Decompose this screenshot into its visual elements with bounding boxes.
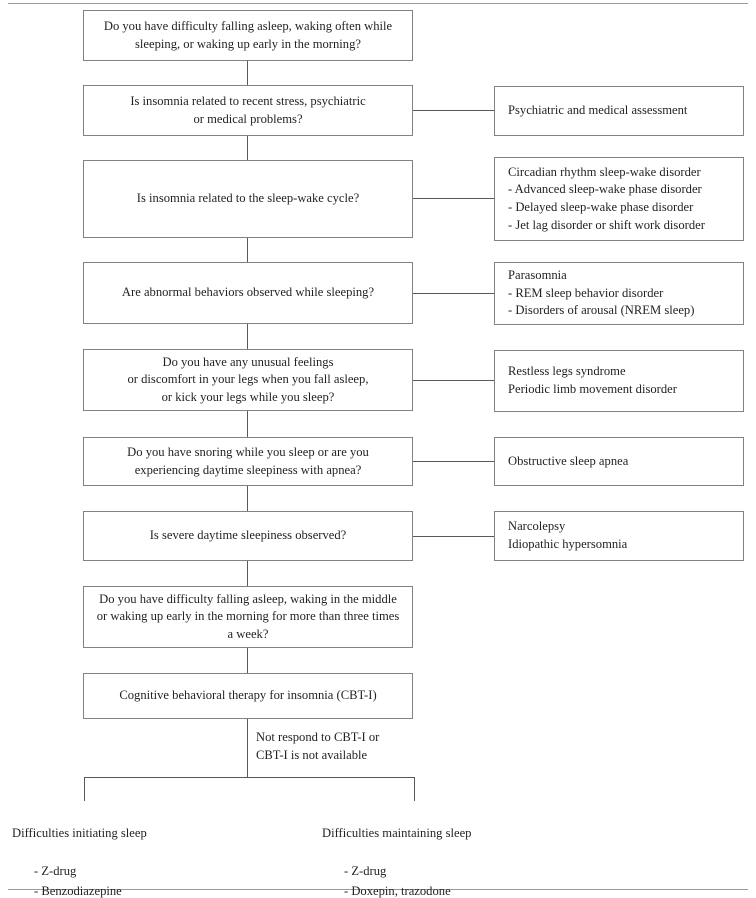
question-snoring-apnea[interactable]: Do you have snoring while you sleep or a…	[83, 437, 413, 486]
question-text: Do you have any unusual feelings or disc…	[127, 354, 369, 404]
question-text: Do you have difficulty falling asleep, w…	[96, 591, 400, 641]
connector-q5-q6	[247, 411, 248, 437]
question-text: Is insomnia related to the sleep-wake cy…	[136, 191, 360, 206]
connector-q7-outcome6	[413, 536, 494, 537]
question-text: Is insomnia related to recent stress, ps…	[130, 94, 366, 126]
question-difficulty-falling-asleep[interactable]: Do you have difficulty falling asleep, w…	[83, 10, 413, 61]
connector-branch-left-drop	[84, 777, 85, 801]
outcome-parasomnia[interactable]: Parasomnia - REM sleep behavior disorder…	[494, 262, 744, 325]
question-text: Do you have difficulty falling asleep, w…	[103, 19, 393, 51]
treatment-cbt-i[interactable]: Cognitive behavioral therapy for insomni…	[83, 673, 413, 719]
question-leg-discomfort[interactable]: Do you have any unusual feelings or disc…	[83, 349, 413, 411]
question-text: Is severe daytime sleepiness observed?	[149, 528, 347, 543]
outcome-text: Obstructive sleep apnea	[508, 453, 629, 468]
outcome-psychiatric-medical-assessment[interactable]: Psychiatric and medical assessment	[494, 86, 744, 136]
connector-q2-outcome1	[413, 110, 494, 111]
treatment-maintaining-sleep: Difficulties maintaining sleep - Z-drug …	[322, 805, 722, 898]
treatment-initiating-items: - Z-drug - Benzodiazepine - Ramelteon	[34, 864, 122, 898]
question-text: Do you have snoring while you sleep or a…	[127, 445, 369, 477]
treatment-maintaining-items: - Z-drug - Doxepin, trazodone - Suvorexa…	[344, 864, 451, 898]
outcome-text: Circadian rhythm sleep-wake disorder - A…	[508, 164, 705, 232]
treatment-maintaining-heading: Difficulties maintaining sleep	[322, 826, 472, 841]
connector-cbti-branch	[247, 719, 248, 777]
outcome-text: Parasomnia - REM sleep behavior disorder…	[508, 268, 695, 318]
connector-q4-q5	[247, 324, 248, 349]
outcome-obstructive-sleep-apnea[interactable]: Obstructive sleep apnea	[494, 437, 744, 486]
connector-branch-right-drop	[414, 777, 415, 801]
outcome-circadian-rhythm-disorder[interactable]: Circadian rhythm sleep-wake disorder - A…	[494, 157, 744, 241]
cbt-i-failure-label: Not respond to CBT-I or CBT-I is not ava…	[256, 730, 380, 762]
connector-q6-outcome5	[413, 461, 494, 462]
connector-q5-outcome4	[413, 380, 494, 381]
outcome-text: Restless legs syndrome Periodic limb mov…	[508, 364, 677, 396]
question-text: Are abnormal behaviors observed while sl…	[121, 285, 375, 300]
connector-q4-outcome3	[413, 293, 494, 294]
question-insomnia-sleep-wake-cycle[interactable]: Is insomnia related to the sleep-wake cy…	[83, 160, 413, 238]
treatment-initiating-sleep: Difficulties initiating sleep - Z-drug -…	[12, 805, 312, 898]
page-rule-top	[8, 3, 748, 4]
connector-q8-cbti	[247, 648, 248, 673]
outcome-narcolepsy[interactable]: Narcolepsy Idiopathic hypersomnia	[494, 511, 744, 561]
outcome-text: Psychiatric and medical assessment	[508, 103, 688, 118]
connector-q3-outcome2	[413, 198, 494, 199]
outcome-restless-legs-syndrome[interactable]: Restless legs syndrome Periodic limb mov…	[494, 350, 744, 412]
outcome-text: Narcolepsy Idiopathic hypersomnia	[508, 519, 628, 551]
treatment-initiating-heading: Difficulties initiating sleep	[12, 826, 147, 841]
connector-q1-q2	[247, 61, 248, 85]
question-abnormal-behaviors[interactable]: Are abnormal behaviors observed while sl…	[83, 262, 413, 324]
connector-q3-q4	[247, 238, 248, 262]
question-three-times-per-week[interactable]: Do you have difficulty falling asleep, w…	[83, 586, 413, 648]
connector-q7-q8	[247, 561, 248, 586]
treatment-text: Cognitive behavioral therapy for insomni…	[119, 688, 377, 703]
question-insomnia-recent-stress[interactable]: Is insomnia related to recent stress, ps…	[83, 85, 413, 136]
connector-q2-q3	[247, 136, 248, 160]
connector-q6-q7	[247, 486, 248, 511]
question-severe-daytime-sleepiness[interactable]: Is severe daytime sleepiness observed?	[83, 511, 413, 561]
connector-branch-bus	[84, 777, 415, 778]
page-rule-bottom	[8, 889, 748, 890]
